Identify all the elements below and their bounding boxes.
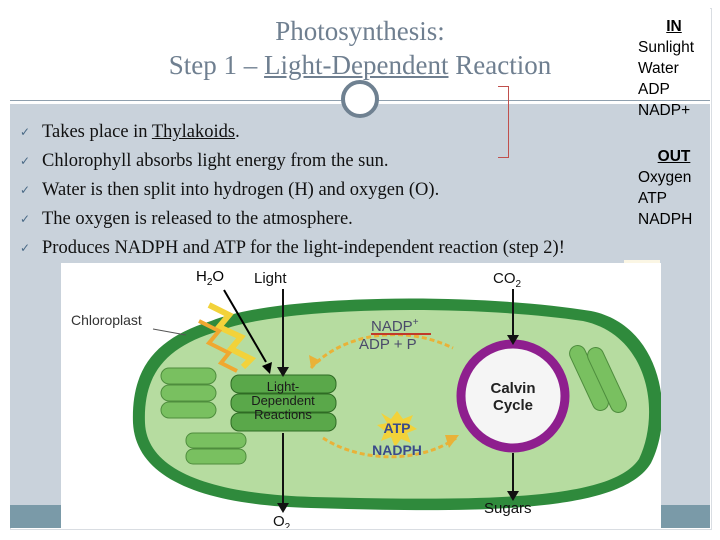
bullet-icon: ✓ xyxy=(20,183,31,197)
bullet-icon: ✓ xyxy=(20,212,31,226)
input-item: Water xyxy=(638,60,679,77)
thylakoid-stack-lower xyxy=(185,432,247,465)
title-line-1: Photosynthesis: xyxy=(275,16,445,46)
cycle-arrow-head-top xyxy=(309,355,321,368)
calvin-label-1: Calvin xyxy=(490,380,535,397)
bullet-icon: ✓ xyxy=(20,241,31,255)
ldr-thylakoid xyxy=(230,374,337,432)
title-suffix: Reaction xyxy=(448,50,552,80)
inputs-heading: IN xyxy=(666,18,682,35)
cycle-arrow-bottom xyxy=(322,436,457,459)
bullet-item: ✓Water is then split into hydrogen (H) a… xyxy=(18,176,678,205)
title-underlined: Light-Dependent xyxy=(264,50,449,80)
o2-label: O2 xyxy=(273,513,291,528)
input-item: NADP+ xyxy=(638,102,691,119)
bullet-item: ✓Chlorophyll absorbs light energy from t… xyxy=(18,147,678,176)
atp-starburst xyxy=(377,411,417,447)
thylakoid-stack-right xyxy=(569,345,627,413)
atp-label: ATP xyxy=(384,420,411,436)
title-prefix: Step 1 – xyxy=(168,50,265,80)
title-line-2: Step 1 – Light-Dependent Reaction xyxy=(100,48,620,82)
nadp-plus-label: NADP+ xyxy=(371,317,419,335)
nadph-label: NADPH xyxy=(372,442,422,458)
bullet-list: ✓Takes place in Thylakoids. ✓Chlorophyll… xyxy=(18,118,678,263)
input-item: Sunlight xyxy=(638,39,695,56)
output-item: ATP xyxy=(638,190,667,207)
co2-label: CO2 xyxy=(493,270,522,290)
photosynthesis-diagram: Light- Dependent Reactions Calvin Cycle … xyxy=(61,263,661,528)
inputs-list: IN Sunlight Water ADP NADP+ xyxy=(638,16,710,121)
bullet-icon: ✓ xyxy=(20,125,31,139)
outputs-list: OUT Oxygen ATP NADPH xyxy=(638,146,710,230)
chloroplast-pointer xyxy=(152,328,187,336)
chloroplast-label: Chloroplast xyxy=(71,312,142,328)
output-item: NADPH xyxy=(638,211,693,228)
thylakoid-stack-left xyxy=(160,367,217,419)
light-label: Light xyxy=(254,270,287,287)
sugars-arrow-head xyxy=(507,491,519,501)
o2-arrow-head xyxy=(277,503,289,513)
adp-p-label: ADP + P xyxy=(359,336,417,353)
calvin-label-2: Cycle xyxy=(493,397,533,414)
output-item: Oxygen xyxy=(638,169,692,186)
divider-circle-ornament xyxy=(341,80,379,118)
bullet-icon: ✓ xyxy=(20,154,31,168)
bullet-item: ✓Takes place in Thylakoids. xyxy=(18,118,678,147)
bullet-item: ✓The oxygen is released to the atmospher… xyxy=(18,205,678,234)
h2o-label: H2O xyxy=(196,268,225,288)
ldr-label-3: Reactions xyxy=(254,407,312,422)
co2-arrow-head xyxy=(507,335,519,345)
outputs-heading: OUT xyxy=(657,148,691,165)
sugars-label: Sugars xyxy=(484,500,532,517)
sunlight-bolt-2 xyxy=(198,319,238,373)
slide-title: Photosynthesis: Step 1 – Light-Dependent… xyxy=(100,14,620,82)
input-item: ADP xyxy=(638,81,670,98)
ldr-label-1: Light- xyxy=(267,379,300,394)
cycle-arrow-head-bottom xyxy=(445,435,459,448)
light-arrow-head xyxy=(277,367,289,377)
red-bracket xyxy=(498,86,509,158)
ldr-label-2: Dependent xyxy=(251,393,315,408)
bullet-item: ✓Produces NADPH and ATP for the light-in… xyxy=(18,234,678,263)
